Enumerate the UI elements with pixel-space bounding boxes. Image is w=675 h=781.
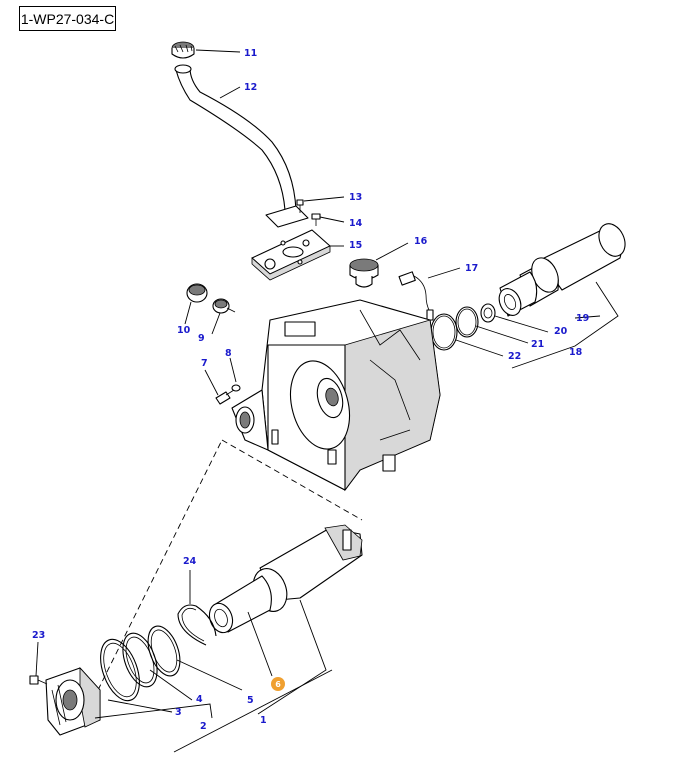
callout-10[interactable]: 10 [177,325,191,336]
callout-8[interactable]: 8 [225,348,232,359]
callout-5[interactable]: 5 [247,695,254,706]
part-14-bolt[interactable] [311,213,321,226]
part-16-breather-cap[interactable] [349,258,379,288]
callout-19[interactable]: 19 [576,313,589,324]
callout-7[interactable]: 7 [201,358,208,369]
part-12-filler-pipe[interactable] [174,64,309,228]
part-22-o-ring[interactable] [430,313,458,351]
part-9-plug[interactable] [212,298,236,314]
callout-9[interactable]: 9 [198,333,205,344]
part-6-highlight-badge[interactable]: 6 [271,677,285,691]
callout-6-label: 6 [275,680,281,689]
part-15-cover-plate[interactable] [251,229,331,281]
callout-14[interactable]: 14 [349,218,363,229]
part-5-ring[interactable] [142,622,186,680]
part-17-sensor[interactable] [398,271,434,321]
part-19-filter-housing[interactable] [495,220,630,319]
transmission-housing[interactable] [231,299,441,492]
callout-17[interactable]: 17 [465,263,478,274]
callout-23[interactable]: 23 [32,630,45,641]
callout-12[interactable]: 12 [244,82,257,93]
callout-18[interactable]: 18 [569,347,583,358]
callout-3[interactable]: 3 [175,707,182,718]
part-2-end-cover[interactable] [45,666,101,736]
part-21-o-ring[interactable] [455,306,479,338]
part-10-plug[interactable] [186,283,208,303]
callout-4[interactable]: 4 [196,694,203,705]
callout-24[interactable]: 24 [183,556,197,567]
callout-20[interactable]: 20 [554,326,568,337]
drawing-reference-number: 1-WP27-034-C [19,6,116,31]
part-3-ring[interactable] [93,634,147,706]
part-13-bolt[interactable] [296,199,304,213]
callout-21[interactable]: 21 [531,339,544,350]
callout-15[interactable]: 15 [349,240,362,251]
callout-22[interactable]: 22 [508,351,521,362]
part-8-washer[interactable] [231,384,241,392]
part-24-snap-ring[interactable] [177,604,217,646]
callout-11[interactable]: 11 [244,48,257,59]
callout-2[interactable]: 2 [200,721,207,732]
leader-lines [35,49,619,753]
callout-1[interactable]: 1 [260,715,267,726]
callout-16[interactable]: 16 [414,236,428,247]
part-11-filler-cap[interactable] [171,41,195,59]
part-1-pto-shaft-assembly[interactable] [206,524,363,636]
assembly-line-lower [97,439,223,691]
part-4-ring[interactable] [116,629,163,692]
part-20-ring[interactable] [480,303,496,323]
part-7-stud[interactable] [215,389,235,405]
callout-13[interactable]: 13 [349,192,362,203]
assembly-line-upper [221,439,363,521]
part-23-bolt[interactable] [29,675,48,685]
